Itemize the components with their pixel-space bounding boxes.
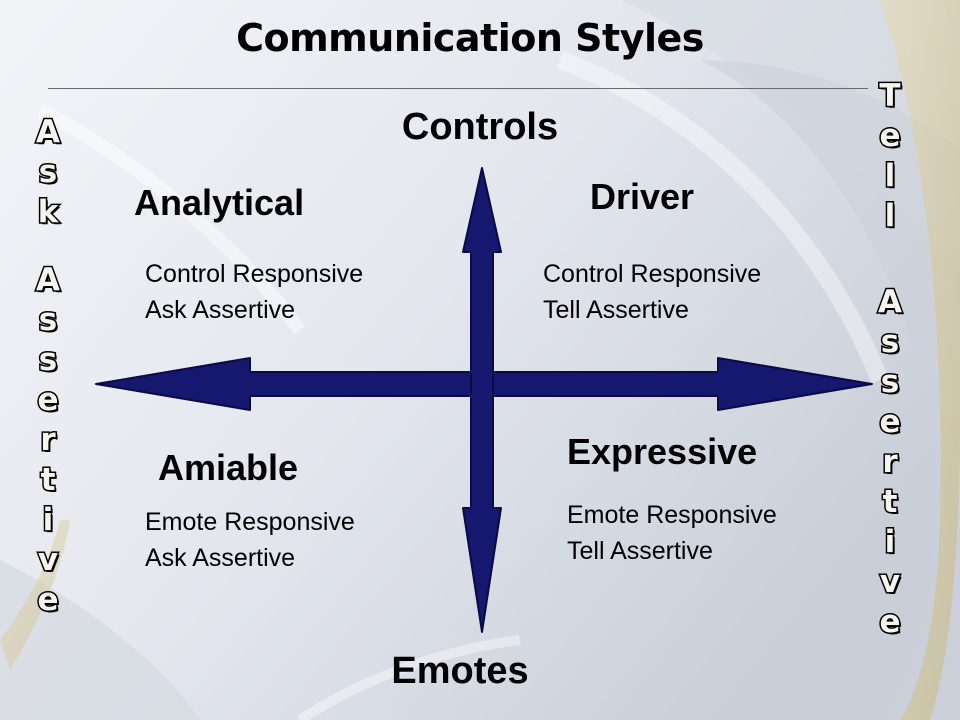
vertical-letter: s: [37, 341, 58, 380]
amiable-line-2: Ask Assertive: [145, 544, 296, 572]
quadrant-text-analytical: Control Responsive Ask Assertive: [145, 256, 363, 328]
analytical-line-2: Ask Assertive: [145, 296, 296, 324]
vertical-letter: [850, 236, 930, 282]
quadrant-title-driver: Driver: [590, 176, 695, 217]
vertical-letter: k: [36, 193, 60, 232]
vertical-letter: A: [877, 283, 904, 322]
vertical-letter: s: [879, 363, 900, 402]
vertical-letter: e: [878, 117, 902, 156]
vertical-letter: e: [36, 581, 60, 620]
driver-line-1: Control Responsive: [543, 260, 762, 288]
slide-title: Communication Styles: [236, 16, 704, 60]
vertical-letter: e: [878, 403, 902, 442]
tell-assertive-vertical-label: T e l l A s s e r t i v e: [850, 76, 930, 642]
vertical-letter: i: [41, 501, 55, 540]
quadrant-text-amiable: Emote Responsive Ask Assertive: [145, 504, 355, 576]
vertical-letter: s: [37, 301, 58, 340]
vertical-letter: v: [878, 563, 901, 602]
quadrant-title-expressive: Expressive: [567, 431, 758, 472]
quadrant-title-analytical: Analytical: [134, 182, 305, 223]
vertical-letter: i: [883, 523, 897, 562]
expressive-line-1: Emote Responsive: [567, 501, 777, 529]
vertical-letter: [8, 232, 88, 260]
vertical-letter: s: [879, 323, 900, 362]
vertical-letter: T: [878, 77, 902, 116]
ask-assertive-vertical-label: A s k A s s e r t i v e: [8, 112, 88, 620]
vertical-letter: l: [883, 157, 897, 196]
vertical-letter: t: [881, 483, 899, 522]
vertical-letter: e: [878, 603, 902, 642]
quadrant-title-amiable: Amiable: [158, 447, 299, 488]
vertical-letter: A: [35, 113, 62, 152]
vertical-letter: v: [36, 541, 59, 580]
vertical-arrow: [462, 167, 502, 633]
vertical-letter: r: [881, 443, 899, 482]
amiable-line-1: Emote Responsive: [145, 508, 355, 536]
vertical-letter: l: [883, 197, 897, 236]
quadrant-text-expressive: Emote Responsive Tell Assertive: [567, 497, 777, 569]
expressive-line-2: Tell Assertive: [567, 537, 713, 565]
analytical-line-1: Control Responsive: [145, 260, 364, 288]
vertical-letter: t: [39, 461, 57, 500]
axis-label-top: Controls: [401, 106, 559, 148]
vertical-letter: e: [36, 381, 60, 420]
quadrant-text-driver: Control Responsive Tell Assertive: [543, 256, 761, 328]
title-divider: [48, 88, 868, 89]
vertical-letter: A: [35, 261, 62, 300]
axis-label-bottom: Emotes: [391, 650, 529, 692]
vertical-letter: s: [37, 153, 58, 192]
driver-line-2: Tell Assertive: [543, 296, 689, 324]
vertical-letter: r: [39, 421, 57, 460]
